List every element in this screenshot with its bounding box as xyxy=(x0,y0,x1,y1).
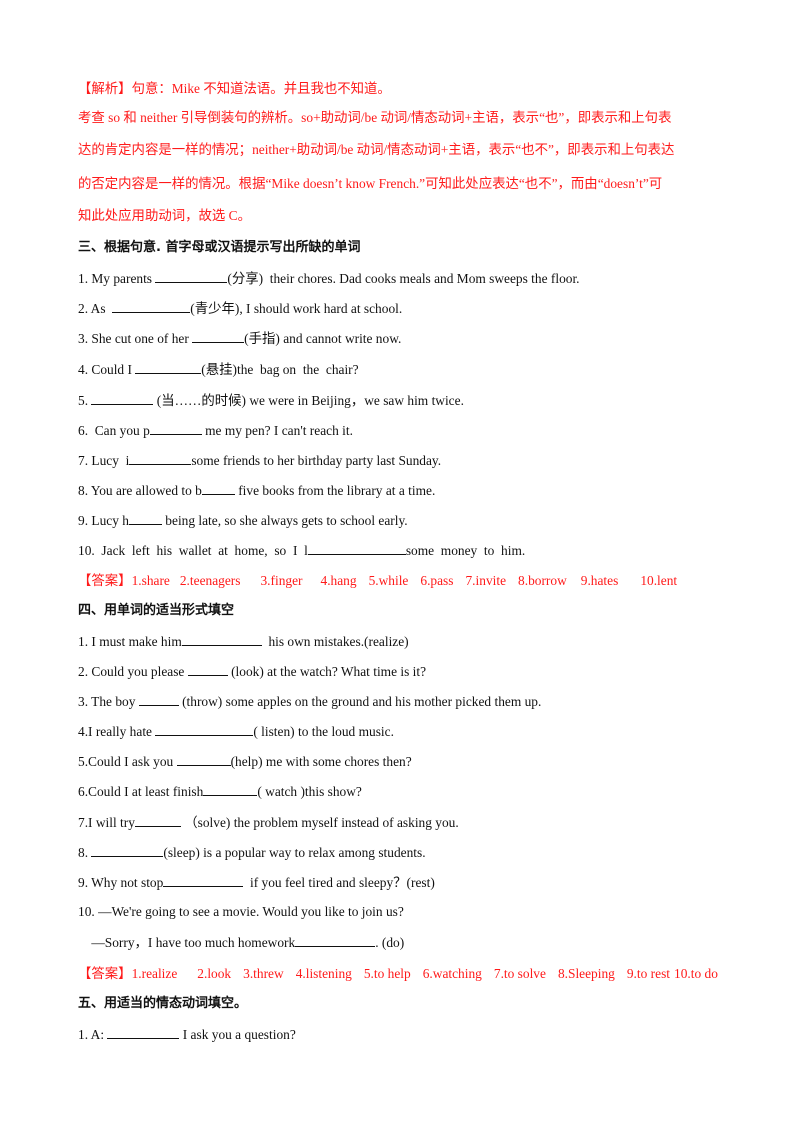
answer-blank[interactable] xyxy=(192,329,245,343)
s3-item-3: 3. She cut one of her (手指) and cannot wr… xyxy=(78,329,402,346)
s3-item-2: 2. As (青少年), I should work hard at schoo… xyxy=(78,299,403,316)
s5-item-1: 1. A: I ask you a question? xyxy=(78,1025,296,1042)
s4-item-2: 2. Could you please (look) at the watch?… xyxy=(78,662,427,679)
answer-blank[interactable] xyxy=(134,813,181,827)
s3-item-8: 8. You are allowed to b five books from … xyxy=(78,481,436,498)
answer-blank[interactable] xyxy=(203,782,258,796)
answer-blank[interactable] xyxy=(163,873,244,887)
answer-label: 【答案】 xyxy=(78,966,132,981)
answer-blank[interactable] xyxy=(112,299,191,313)
analysis-line-1: 【解析】句意：Mike 不知道法语。并且我也不知道。 xyxy=(78,81,391,96)
answer-blank[interactable] xyxy=(135,360,202,374)
analysis-line-4: 的否定内容是一样的情况。根据“Mike doesn’t know French.… xyxy=(78,176,663,191)
s4-item-1: 1. I must make him his own mistakes.(rea… xyxy=(78,632,409,649)
s3-item-6: 6. Can you p me my pen? I can't reach it… xyxy=(78,421,353,438)
s3-item-10: 10. Jack left his wallet at home, so I l… xyxy=(78,541,526,558)
answer-blank[interactable] xyxy=(149,421,202,435)
answer-blank[interactable] xyxy=(176,752,231,766)
s3-item-4: 4. Could I (悬挂)the bag on the chair? xyxy=(78,360,359,377)
section-3-title: 三、根据句意. 首字母或汉语提示写出所缺的单词 xyxy=(78,240,361,255)
section-4-title: 四、用单词的适当形式填空 xyxy=(78,603,235,618)
analysis-line-3: 达的肯定内容是一样的情况；neither+助动词/be 动词/情态动词+主语，表… xyxy=(78,142,675,157)
answer-blank[interactable] xyxy=(91,391,154,405)
answer-blank[interactable] xyxy=(155,722,254,736)
analysis-line-5: 知此处应用助动词，故选 C。 xyxy=(78,208,251,223)
s3-item-9: 9. Lucy h being late, so she always gets… xyxy=(78,511,408,528)
s4-item-10: 10. —We're going to see a movie. Would y… xyxy=(78,904,404,919)
analysis-label: 【解析】 xyxy=(78,81,132,96)
s3-item-1: 1. My parents (分享) their chores. Dad coo… xyxy=(78,269,580,286)
answer-blank[interactable] xyxy=(307,541,406,555)
s4-item-6: 6.Could I at least finish( watch )this s… xyxy=(78,782,362,799)
answer-blank[interactable] xyxy=(187,662,228,676)
answer-label: 【答案】 xyxy=(78,573,132,588)
s4-item-5: 5.Could I ask you (help) me with some ch… xyxy=(78,752,412,769)
s4-item-8: 8. (sleep) is a popular way to relax amo… xyxy=(78,843,426,860)
s4-item-3: 3. The boy (throw) some apples on the gr… xyxy=(78,692,542,709)
answer-blank[interactable] xyxy=(138,692,179,706)
s4-item-10-reply: —Sorry，I have too much homework. (do) xyxy=(78,933,405,950)
s3-item-5: 5. (当……的时候) we were in Beijing，we saw hi… xyxy=(78,391,464,408)
answer-blank[interactable] xyxy=(201,481,235,495)
s4-item-4: 4.I really hate ( listen) to the loud mu… xyxy=(78,722,394,739)
answer-blank[interactable] xyxy=(107,1025,180,1039)
answer-blank[interactable] xyxy=(128,511,162,525)
answer-blank[interactable] xyxy=(129,451,192,465)
answer-blank[interactable] xyxy=(155,269,228,283)
answer-blank[interactable] xyxy=(295,933,376,947)
analysis-line-2: 考查 so 和 neither 引导倒装句的辨析。so+助动词/be 动词/情态… xyxy=(78,110,672,125)
answer-blank[interactable] xyxy=(91,843,164,857)
s4-item-9: 9. Why not stop if you feel tired and sl… xyxy=(78,873,435,890)
s4-item-7: 7.I will try （solve) the problem myself … xyxy=(78,813,459,830)
answer-blank[interactable] xyxy=(181,632,262,646)
section-5-title: 五、用适当的情态动词填空。 xyxy=(78,996,248,1011)
